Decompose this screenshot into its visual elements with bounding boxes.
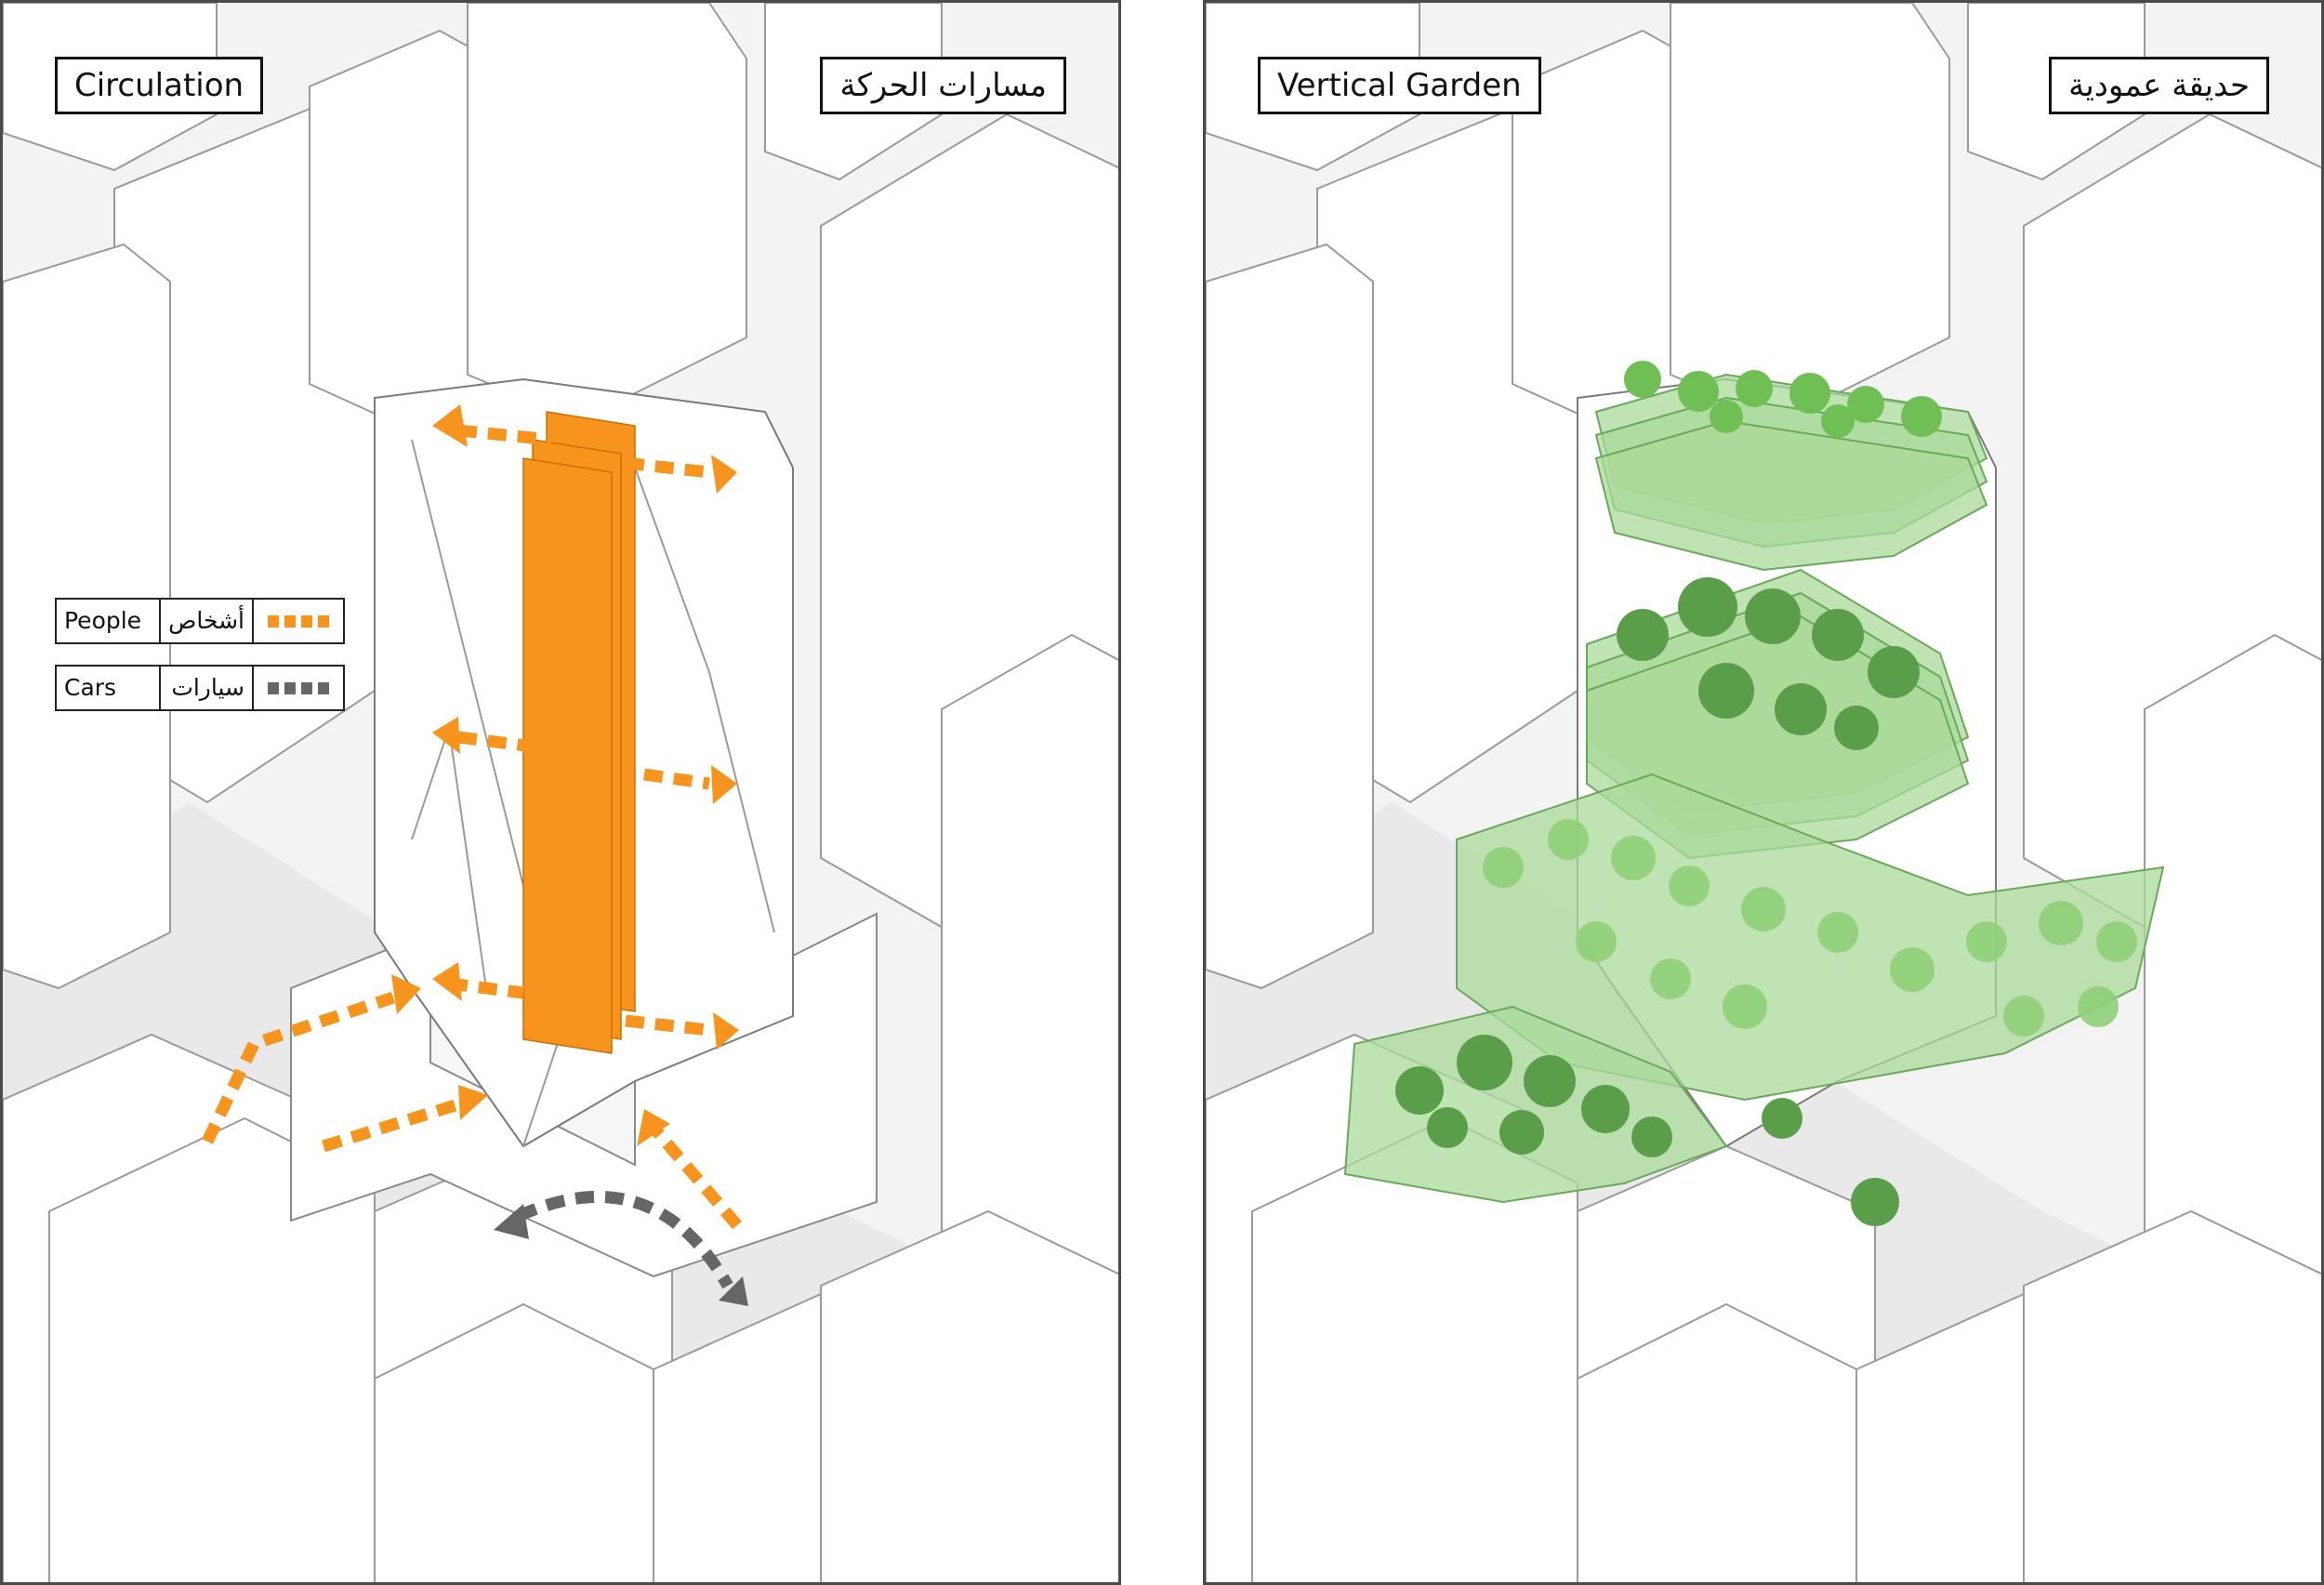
vertical-garden-panel: Vertical Garden حديقة عمودية <box>1203 0 2324 1585</box>
legend-label-en: Cars <box>57 667 161 709</box>
legend-label-en: People <box>57 600 161 642</box>
legend-row-cars: Cars سيارات <box>55 665 345 711</box>
vertical-garden-scene <box>1206 3 2321 1582</box>
cars-dash-icon <box>254 667 343 709</box>
people-dash-icon <box>254 600 343 642</box>
vertical-garden-title-ar: حديقة عمودية <box>2049 57 2269 114</box>
vertical-garden-title-en: Vertical Garden <box>1258 57 1541 114</box>
legend-label-ar: سيارات <box>161 667 254 709</box>
legend-row-people: People أشخاص <box>55 598 345 644</box>
circulation-scene <box>3 3 1118 1582</box>
circulation-title-en: Circulation <box>55 57 264 114</box>
tree-canopy-group <box>1395 361 2137 1226</box>
circulation-title-ar: مسارات الحركة <box>820 57 1066 114</box>
legend-label-ar: أشخاص <box>161 600 254 642</box>
circulation-panel: Circulation مسارات الحركة People أشخاص C… <box>0 0 1121 1585</box>
legend: People أشخاص Cars سيارات <box>55 598 345 732</box>
